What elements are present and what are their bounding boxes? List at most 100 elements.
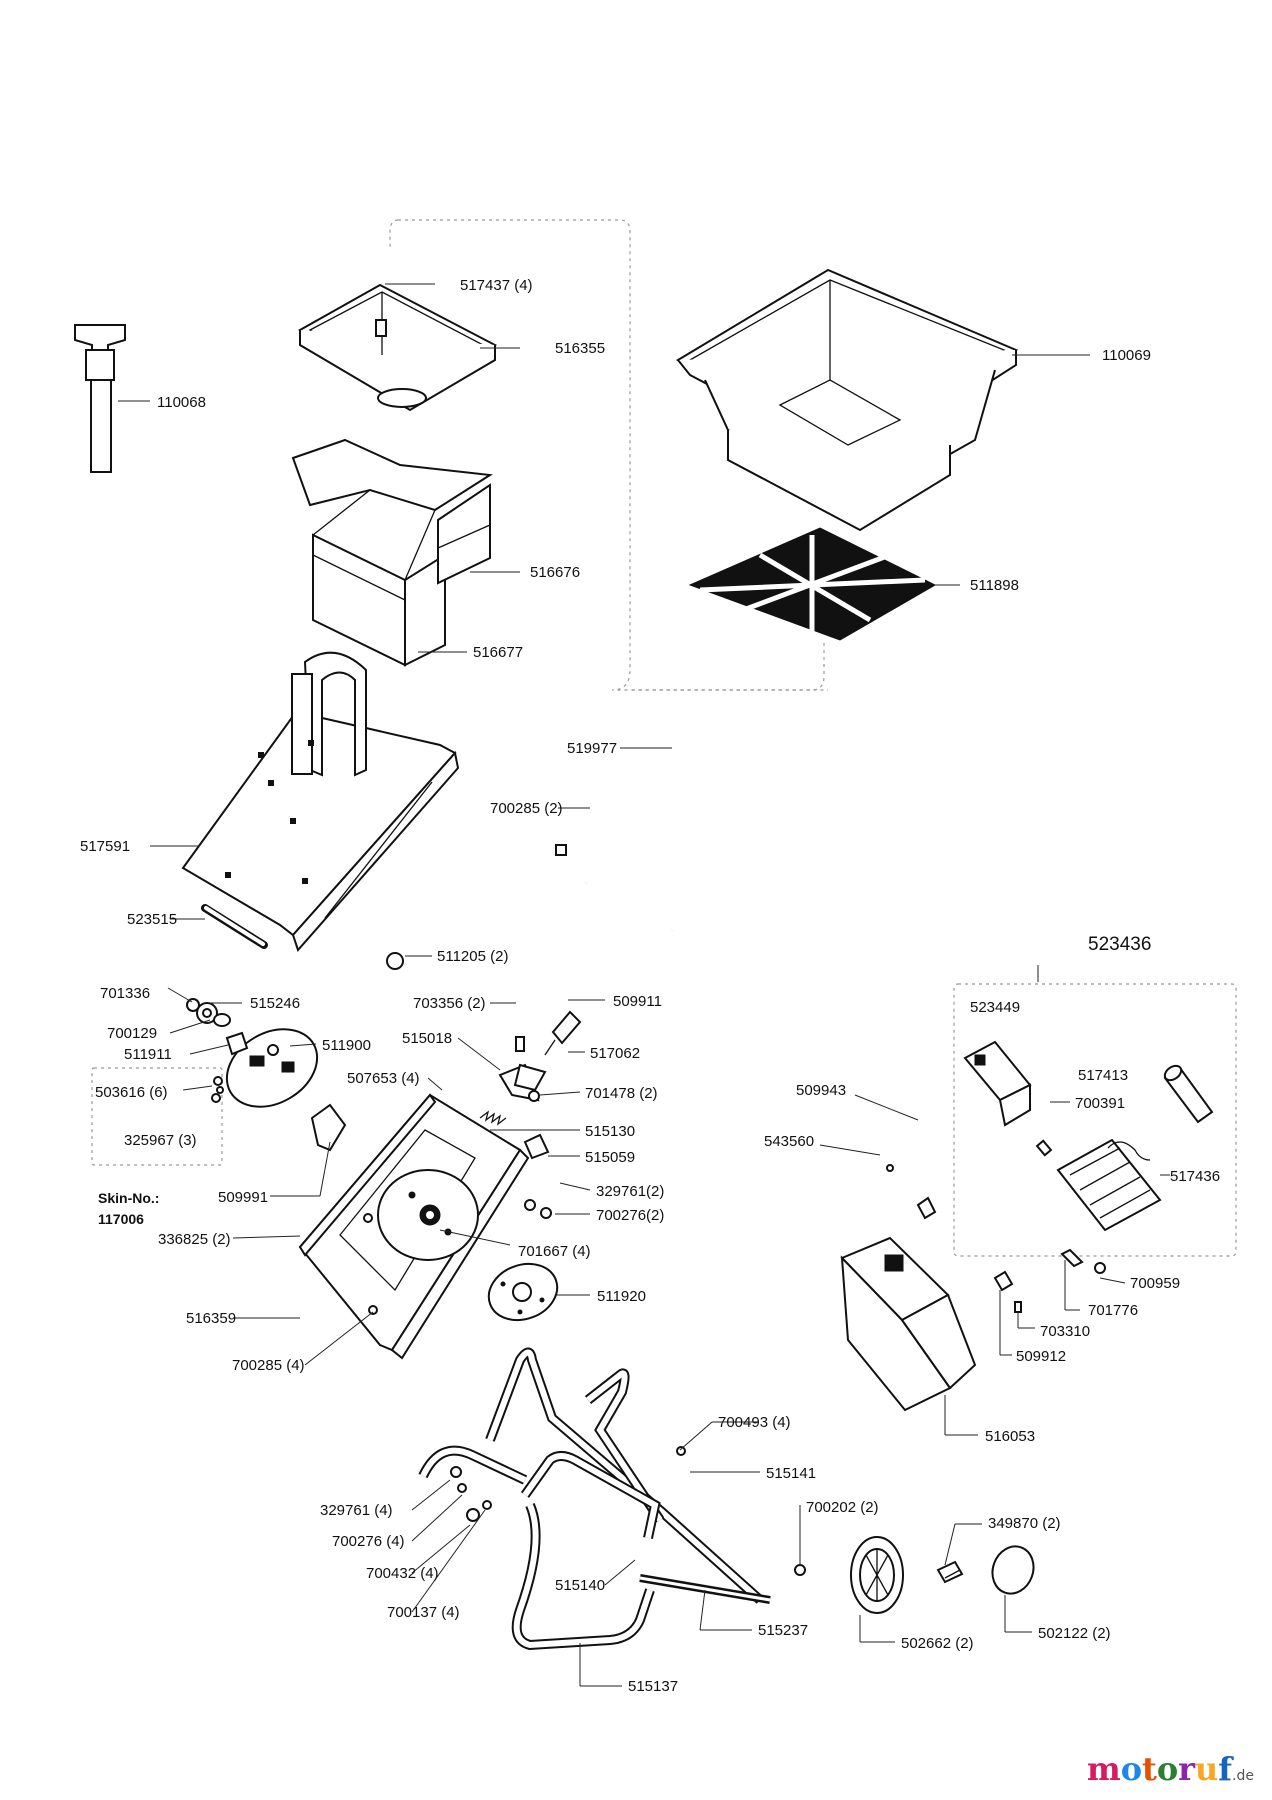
- part-503616-screws: [211, 1076, 224, 1103]
- label-509943: 509943: [796, 1082, 846, 1099]
- part-700276-nut: [540, 1207, 552, 1219]
- part-543560-screw: [886, 1164, 894, 1172]
- label-515246: 515246: [250, 995, 300, 1012]
- label-700276a: 700276(2): [596, 1207, 664, 1224]
- label-517413: 517413: [1078, 1067, 1128, 1084]
- logo-tld: .de: [1232, 1768, 1254, 1784]
- label-511898: 511898: [970, 577, 1019, 594]
- part-329761b-washer: [450, 1466, 462, 1478]
- part-700202-nut: [794, 1564, 806, 1576]
- label-523515: 523515: [127, 911, 177, 928]
- label-700276b: 700276 (4): [332, 1533, 405, 1550]
- part-511911-bushing: [225, 1031, 249, 1056]
- leader-lines: [118, 283, 1170, 1687]
- part-517591-housing: [181, 651, 460, 952]
- label-509912: 509912: [1016, 1348, 1066, 1365]
- label-511205: 511205 (2): [437, 948, 508, 965]
- part-509991-knob: [310, 1103, 347, 1152]
- label-349870: 349870 (2): [988, 1515, 1061, 1532]
- part-507653-blade-disc: [377, 1169, 479, 1261]
- label-502122: 502122 (2): [1038, 1625, 1111, 1642]
- label-519977: 519977: [567, 740, 617, 757]
- label-700959: 700959: [1130, 1275, 1180, 1292]
- label-511920: 511920: [597, 1288, 646, 1305]
- part-700959-washer: [1094, 1262, 1106, 1274]
- part-511205-nut: [386, 952, 404, 970]
- label-515140: 515140: [555, 1577, 605, 1594]
- label-516676: 516676: [530, 564, 580, 581]
- part-701776-screw: [1060, 1248, 1084, 1268]
- part-700129-washer: [213, 1013, 231, 1027]
- part-509911-tensioner: [544, 1010, 582, 1056]
- label-517062: 517062: [590, 1045, 640, 1062]
- label-329761b: 329761 (4): [320, 1502, 393, 1519]
- label-325967: 325967 (3): [124, 1132, 197, 1149]
- part-515137-base-frame: [511, 1503, 655, 1651]
- label-skin-2: 117006: [98, 1211, 144, 1227]
- label-516053: 516053: [985, 1428, 1035, 1445]
- label-701776: 701776: [1088, 1302, 1138, 1319]
- part-700391-pin: [1035, 1139, 1053, 1157]
- part-701336-nut: [186, 998, 200, 1012]
- label-507653: 507653 (4): [347, 1070, 420, 1087]
- hopper-group-outline-left: [389, 219, 399, 250]
- part-700285-screw: [368, 1305, 378, 1315]
- part-349870-bolt: [936, 1560, 964, 1584]
- part-502662-wheel: [850, 1536, 904, 1614]
- part-515130-spring: [479, 1110, 507, 1126]
- hopper-group-outline: [398, 219, 828, 691]
- label-509911: 509911: [613, 993, 662, 1010]
- part-700432-cap: [466, 1508, 480, 1522]
- part-515246-bolt: [196, 1002, 218, 1024]
- label-703310: 703310: [1040, 1323, 1090, 1340]
- label-701478: 701478 (2): [585, 1085, 658, 1102]
- part-517062-clamp: [513, 1063, 547, 1092]
- part-515141-frame-tube: [485, 1347, 764, 1604]
- label-523449: 523449: [970, 999, 1020, 1016]
- part-517413-capacitor: [1163, 1064, 1214, 1124]
- label-516677: 516677: [473, 644, 523, 661]
- label-700137: 700137 (4): [387, 1604, 460, 1621]
- part-110068-plunger: [74, 324, 126, 473]
- part-336825-bolts: [363, 1213, 373, 1223]
- part-515237-axle: [639, 1574, 771, 1604]
- part-511900-cutter-disc: [225, 1028, 319, 1108]
- hopper-group-outline-bottom: [632, 640, 825, 691]
- skin-group-outline: [91, 1067, 223, 1166]
- brand-logo: motoruf.de: [1086, 1750, 1254, 1788]
- part-509912-brush: [993, 1270, 1014, 1292]
- label-700285a: 700285 (2): [490, 800, 563, 817]
- label-509991: 509991: [218, 1189, 268, 1206]
- part-502122-cap: [991, 1545, 1035, 1595]
- label-700391: 700391: [1075, 1095, 1125, 1112]
- label-515018: 515018: [402, 1030, 452, 1047]
- part-700493-screw: [676, 1446, 686, 1456]
- part-511920-disc: [487, 1262, 559, 1322]
- label-511911: 511911: [124, 1046, 172, 1063]
- label-516355: 516355: [555, 340, 605, 357]
- label-515137: 515137: [628, 1678, 678, 1695]
- label-517437: 517437 (4): [460, 277, 533, 294]
- label-701667: 701667 (4): [518, 1243, 591, 1260]
- label-523436: 523436: [1088, 934, 1151, 955]
- part-516053-box: [840, 1236, 977, 1412]
- label-skin-1: Skin-No.:: [98, 1190, 159, 1206]
- part-703310-pin: [1014, 1301, 1022, 1313]
- part-329761-washer: [524, 1199, 536, 1211]
- label-110069: 110069: [1102, 347, 1151, 364]
- label-515059: 515059: [585, 1149, 635, 1166]
- label-517436: 517436: [1170, 1168, 1220, 1185]
- label-329761a: 329761(2): [596, 1183, 664, 1200]
- part-700276b-nut: [457, 1483, 467, 1493]
- part-511898-screen-mat: [688, 527, 937, 641]
- part-516676-516677-chute: [291, 438, 493, 667]
- label-516359: 516359: [186, 1310, 236, 1327]
- part-number-labels: 110068 517437 (4) 516355 110069 516676 5…: [80, 277, 1220, 1695]
- label-700432: 700432 (4): [366, 1565, 439, 1582]
- label-502662: 502662 (2): [901, 1635, 974, 1652]
- part-700137-washer: [482, 1500, 492, 1510]
- part-509943-brush: [916, 1196, 937, 1220]
- label-503616: 503616 (6): [95, 1084, 168, 1101]
- label-701336: 701336: [100, 985, 150, 1002]
